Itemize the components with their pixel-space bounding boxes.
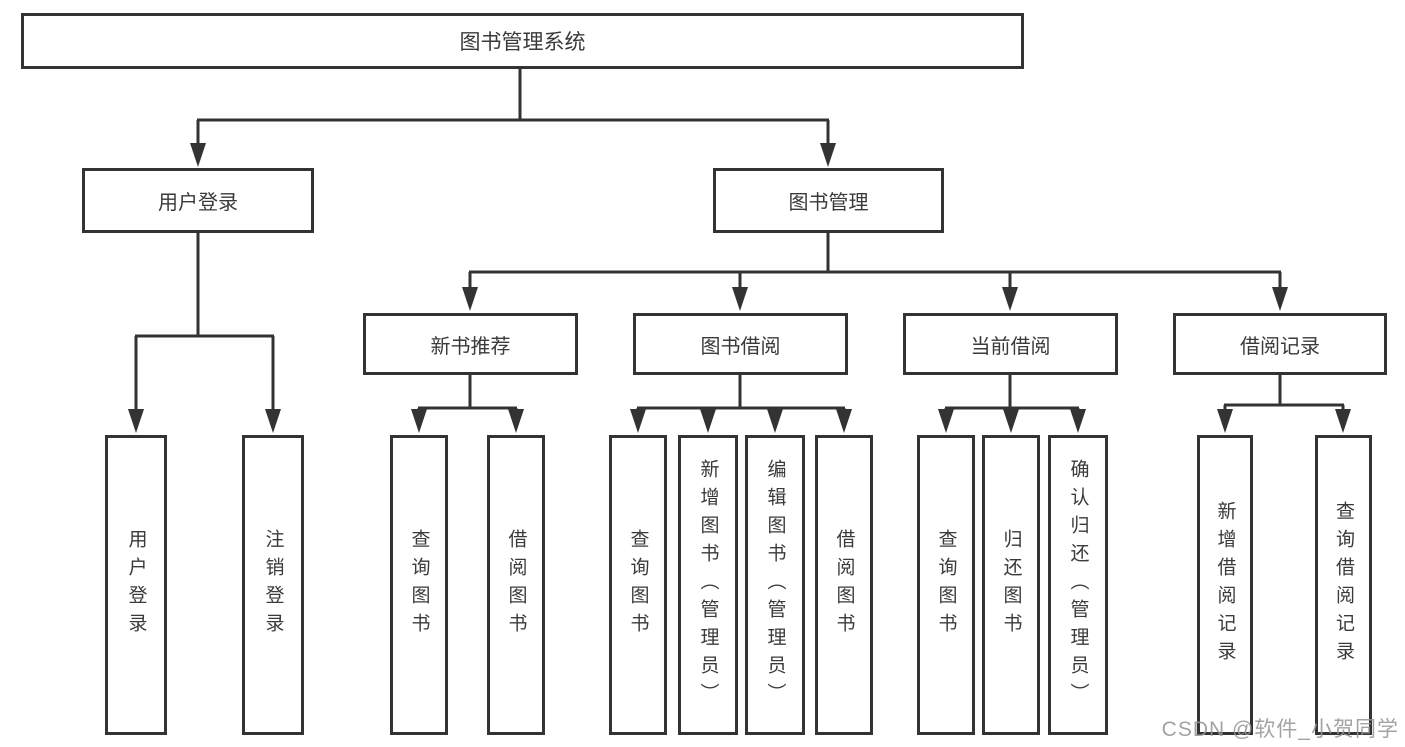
node-label: 新增借阅记录	[1214, 501, 1236, 669]
node-label: 查询图书	[408, 529, 430, 641]
node-label: 归还图书	[1000, 529, 1022, 641]
node-label: 图书管理	[788, 192, 869, 214]
arrowhead	[630, 409, 646, 433]
node-label: 借阅记录	[1240, 335, 1320, 358]
connector-book-management-to-level3	[462, 233, 1288, 311]
connector-borrowing-records-to-leaves	[1217, 375, 1351, 433]
leaf-query-books-3: 查询图书	[917, 435, 975, 735]
leaf-query-books-1: 查询图书	[390, 435, 448, 735]
node-borrowing-records: 借阅记录	[1173, 313, 1387, 375]
leaf-user-login: 用户登录	[105, 435, 167, 735]
connector-root-to-level2	[190, 69, 836, 167]
arrowhead	[508, 409, 524, 433]
arrowhead	[128, 409, 144, 433]
arrowhead	[732, 287, 748, 311]
arrowhead	[1002, 287, 1018, 311]
node-label: 确认归还（管理员）	[1067, 459, 1089, 711]
leaf-add-book-admin: 新增图书（管理员）	[678, 435, 738, 735]
arrowhead	[1272, 287, 1288, 311]
node-label: 当前借阅	[970, 335, 1051, 358]
leaf-borrow-books-2: 借阅图书	[815, 435, 873, 735]
arrowhead	[411, 409, 427, 433]
node-new-book-recommend: 新书推荐	[363, 313, 578, 375]
leaf-return-book: 归还图书	[982, 435, 1040, 735]
node-label: 编辑图书（管理员）	[764, 459, 786, 711]
node-label: 新增图书（管理员）	[697, 459, 719, 711]
node-user-login: 用户登录	[82, 168, 314, 233]
node-label: 查询借阅记录	[1333, 501, 1354, 669]
node-label: 查询图书	[935, 529, 957, 641]
arrowhead	[767, 409, 783, 433]
arrowhead	[265, 409, 281, 433]
arrowhead	[1335, 409, 1351, 433]
watermark: CSDN @软件_小贺同学	[1161, 718, 1399, 741]
arrowhead	[190, 143, 206, 167]
connector-user-login-to-leaves	[128, 233, 281, 433]
connector-new-book-recommend-to-leaves	[411, 375, 524, 433]
node-label: 用户登录	[125, 529, 147, 641]
node-label: 借阅图书	[505, 529, 527, 641]
node-label: 新书推荐	[430, 335, 511, 358]
leaf-add-borrow-record: 新增借阅记录	[1197, 435, 1253, 735]
arrowhead	[938, 409, 954, 433]
arrowhead	[1070, 409, 1086, 433]
node-label: 用户登录	[158, 192, 238, 214]
node-label: 借阅图书	[833, 529, 855, 641]
node-label: 查询图书	[627, 529, 649, 641]
node-root-system: 图书管理系统	[21, 13, 1024, 69]
leaf-edit-book-admin: 编辑图书（管理员）	[745, 435, 805, 735]
connector-book-borrowing-to-leaves	[630, 375, 852, 433]
arrowhead	[700, 409, 716, 433]
leaf-query-books-2: 查询图书	[609, 435, 667, 735]
leaf-confirm-return-admin: 确认归还（管理员）	[1048, 435, 1108, 735]
leaf-borrow-books-1: 借阅图书	[487, 435, 545, 735]
node-label: 注销登录	[262, 529, 284, 641]
arrowhead	[820, 143, 836, 167]
node-label: 图书借阅	[700, 335, 781, 358]
node-book-borrowing: 图书借阅	[633, 313, 848, 375]
node-book-management: 图书管理	[713, 168, 944, 233]
arrowhead	[462, 287, 478, 311]
node-label: 图书管理系统	[459, 31, 586, 54]
arrowhead	[1217, 409, 1233, 433]
node-current-borrowing: 当前借阅	[903, 313, 1118, 375]
arrowhead	[836, 409, 852, 433]
connector-current-borrowing-to-leaves	[938, 375, 1086, 433]
arrowhead	[1003, 409, 1019, 433]
leaf-query-borrow-record: 查询借阅记录	[1315, 435, 1372, 735]
leaf-logout: 注销登录	[242, 435, 304, 735]
